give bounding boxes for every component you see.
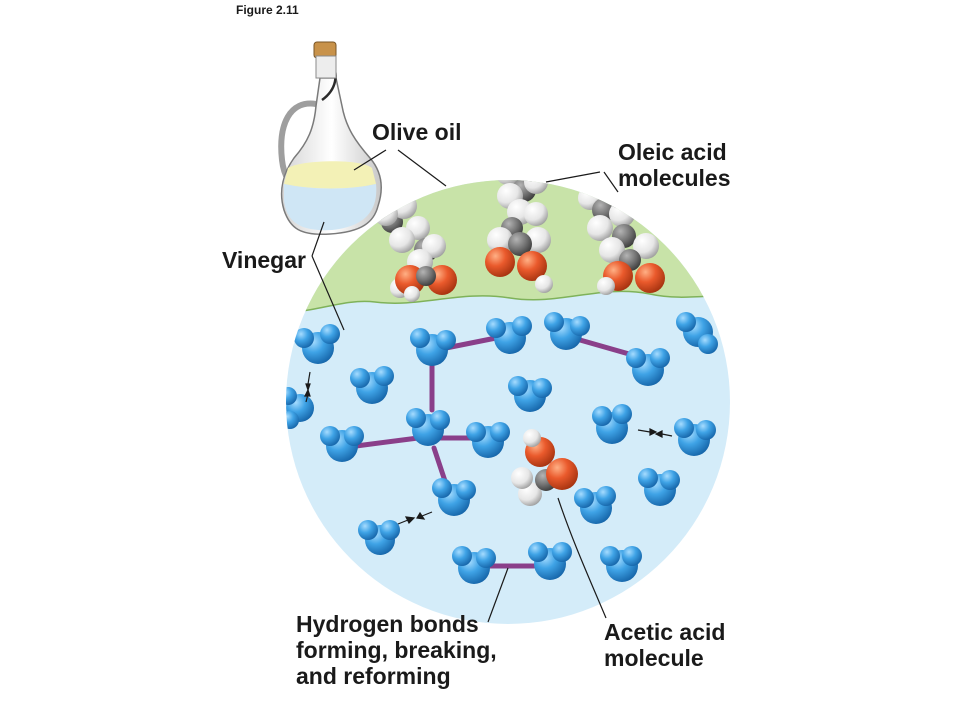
leader-oleic-1: [545, 171, 601, 183]
motion-arrows: [304, 371, 673, 525]
hydrogen-bonds-label-line-2: forming, breaking,: [296, 636, 497, 663]
oleic-acid-molecule: [485, 180, 553, 293]
hydrogen-bonds-label: Hydrogen bonds forming, breaking, and re…: [296, 611, 497, 689]
water-molecule: [358, 520, 400, 555]
water-molecule: [452, 546, 496, 584]
leader-lines: [311, 149, 619, 623]
hydrogen-bonds-label-line-3: and reforming: [296, 662, 451, 689]
acetic-acid-molecule: [511, 429, 578, 506]
bottle-olive-oil: [284, 161, 376, 189]
leader-hydrogen-bonds: [487, 567, 509, 623]
hydrogen-bonds-label-line-1: Hydrogen bonds: [296, 611, 479, 637]
water-molecule: [592, 404, 632, 444]
water-molecule: [286, 387, 314, 429]
leader-oleic-2: [603, 171, 619, 193]
water-molecule: [406, 408, 450, 446]
water-molecule: [350, 366, 394, 404]
water-molecule: [626, 348, 670, 386]
oleic-acid-label-line-2: molecules: [618, 164, 731, 191]
olive-oil-label: Olive oil: [372, 119, 462, 145]
water-molecule: [674, 418, 716, 456]
water-molecule: [466, 422, 510, 458]
hydrogen-bond: [353, 435, 421, 449]
acetic-acid-label: Acetic acid molecule: [604, 619, 726, 672]
oleic-acid-label-line-1: Oleic acid: [618, 139, 727, 165]
water-molecule: [486, 316, 532, 354]
figure-label: Figure 2.11: [236, 3, 299, 17]
hydrogen-bond: [443, 335, 499, 351]
water-molecules: [286, 312, 718, 584]
water-molecule: [508, 376, 552, 412]
water-molecule: [294, 324, 340, 364]
water-molecule: [528, 542, 572, 580]
water-molecule: [544, 312, 590, 350]
leader-vinegar-bottle: [311, 221, 325, 257]
leader-olive-oil-bottle: [353, 149, 387, 171]
water-molecule: [638, 468, 680, 506]
water-molecule: [432, 478, 476, 516]
bottle-neck-collar: [315, 55, 337, 79]
acetic-acid-label-line-1: Acetic acid: [604, 619, 726, 645]
water-molecule: [320, 426, 364, 462]
vinegar-label: Vinegar: [222, 247, 306, 273]
bottle-vinegar: [284, 184, 377, 231]
leader-acetic-acid: [557, 497, 607, 619]
water-molecule: [676, 312, 718, 354]
oleic-acid-label: Oleic acid molecules: [618, 139, 731, 192]
oil-water-interface: [286, 290, 730, 314]
oleic-acid-molecules: [374, 180, 665, 302]
leader-vinegar-layer: [311, 255, 345, 331]
hydrogen-bond: [577, 337, 639, 359]
acetic-acid-label-line-2: molecule: [604, 644, 704, 671]
leader-olive-oil-layer: [397, 149, 447, 187]
bottle-illustration: [278, 41, 383, 236]
water-molecule: [600, 546, 642, 582]
water-molecule: [410, 328, 456, 366]
water-molecule: [574, 486, 616, 524]
